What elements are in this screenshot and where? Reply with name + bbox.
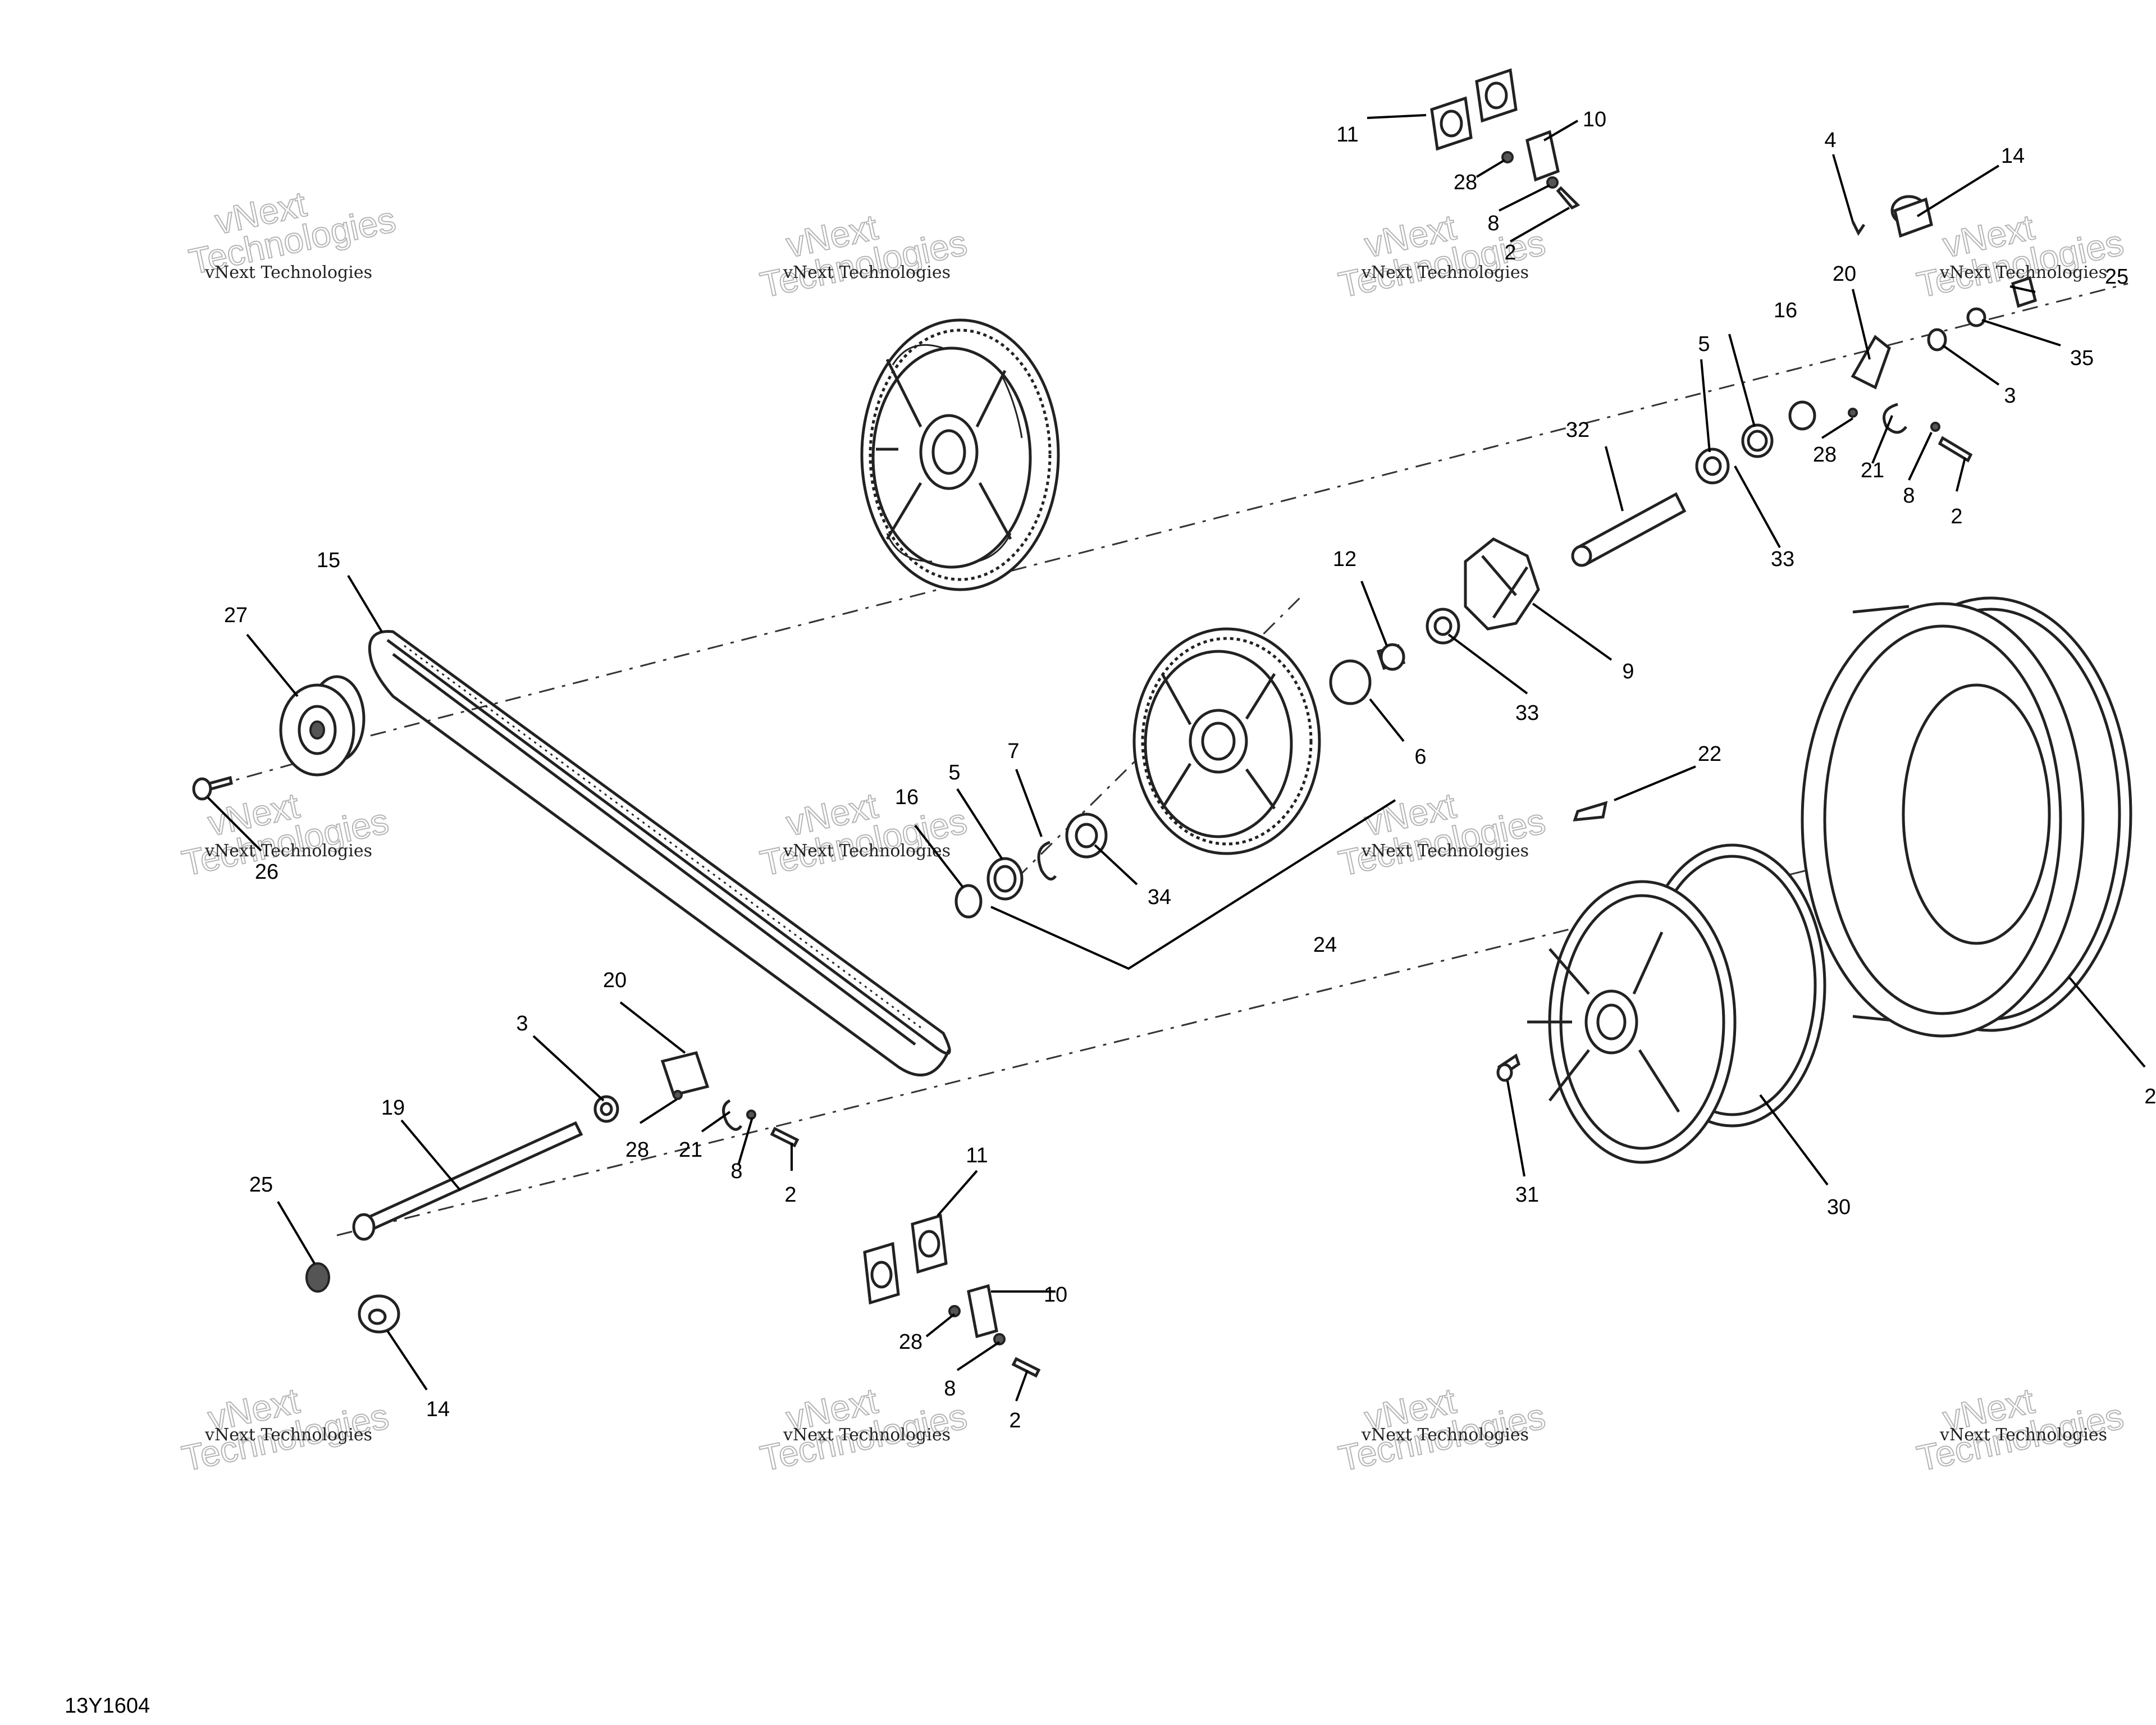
- callout-16-left: 16: [895, 786, 919, 809]
- callout-9: 9: [1622, 660, 1634, 683]
- watermark: Technologies vNext: [756, 1380, 971, 1480]
- watermark-text: vNext Technologies: [204, 1425, 372, 1445]
- tire: [1801, 596, 2132, 1038]
- callout-33-mid: 33: [1515, 701, 1539, 725]
- watermark: Technologies vNext: [756, 206, 971, 306]
- callout-30: 30: [1827, 1195, 1851, 1219]
- callout-19: 19: [381, 1096, 405, 1120]
- bolt-26: [192, 775, 233, 801]
- callout-4: 4: [1824, 129, 1836, 152]
- callout-labels: 11 10 28 8 2 4 14 25 35 3 20 16 5 28 21 …: [224, 108, 2156, 1432]
- callout-21-right: 21: [1861, 459, 1884, 482]
- callout-10-bottom: 10: [1044, 1283, 1067, 1307]
- callout-3-left: 3: [516, 1012, 528, 1035]
- lug-bolt-31: [1496, 1053, 1520, 1082]
- callout-31: 31: [1515, 1183, 1539, 1207]
- callout-35: 35: [2070, 346, 2094, 370]
- adjuster-assembly-bottom: [863, 1213, 1041, 1378]
- callout-28-right: 28: [1813, 443, 1837, 467]
- large-sprocket-upper: [860, 318, 1060, 591]
- watermark: Technologies vNext: [1335, 1380, 1549, 1480]
- drawing-reference-code: 13Y1604: [65, 1694, 150, 1718]
- drive-belt: [368, 630, 951, 1076]
- shaft-stack-lower-left: [305, 1051, 800, 1334]
- callout-5-right: 5: [1698, 332, 1710, 356]
- callout-11-bottom: 11: [966, 1144, 988, 1167]
- large-sprocket-lower: [1132, 627, 1321, 855]
- watermark-text: vNext Technologies: [1361, 841, 1529, 861]
- watermark-text: vNext Technologies: [783, 841, 951, 861]
- callout-25-left: 25: [249, 1173, 273, 1197]
- watermark-text: vNext Technologies: [204, 263, 372, 282]
- callout-24: 24: [1313, 933, 1337, 957]
- callout-32: 32: [1566, 418, 1589, 442]
- watermark: Technologies vNext: [1913, 1380, 2127, 1480]
- callout-5-left: 5: [948, 761, 960, 784]
- callout-33-top: 33: [1771, 547, 1794, 571]
- callout-15: 15: [317, 549, 340, 572]
- watermark-text: vNext Technologies: [1361, 1425, 1529, 1445]
- callout-21-left: 21: [679, 1138, 702, 1162]
- callout-20-right: 20: [1833, 262, 1856, 286]
- spacer-16: [954, 884, 983, 919]
- callout-8-right: 8: [1903, 484, 1915, 508]
- callout-28-left: 28: [625, 1138, 649, 1162]
- callout-28-top: 28: [1454, 171, 1477, 194]
- callout-27: 27: [224, 604, 248, 627]
- callout-2-bottom: 2: [1009, 1409, 1021, 1432]
- callout-34: 34: [1148, 886, 1171, 909]
- callout-2-left: 2: [784, 1183, 796, 1207]
- callout-26: 26: [255, 860, 278, 884]
- callout-22: 22: [1698, 742, 1721, 766]
- watermark-text: vNext Technologies: [204, 841, 372, 861]
- callout-8-bottom: 8: [944, 1377, 956, 1400]
- watermark-text: vNext Technologies: [783, 1425, 951, 1445]
- leader-lines: [207, 114, 2146, 1402]
- callout-3-right: 3: [2004, 384, 2016, 408]
- callout-11-top: 11: [1336, 123, 1358, 147]
- callout-8-top: 8: [1487, 212, 1499, 235]
- callout-25-right: 25: [2105, 265, 2128, 289]
- wheel-rim: [1527, 843, 1826, 1164]
- callout-29: 2: [2144, 1085, 2156, 1108]
- callout-16-right: 16: [1774, 299, 1797, 322]
- bearing-stack-middle: [954, 813, 1108, 919]
- callout-14-top: 14: [2001, 144, 2025, 168]
- watermark: Technologies vNext: [756, 784, 971, 884]
- watermark-text: vNext Technologies: [783, 263, 951, 282]
- callout-8-left: 8: [730, 1160, 742, 1183]
- shaft-stack-upper-right: [1329, 195, 2037, 705]
- key-22: [1573, 801, 1608, 822]
- watermark: Technologies vNext: [1335, 206, 1549, 306]
- watermark-text: vNext Technologies: [1939, 1425, 2107, 1445]
- callout-14-left: 14: [426, 1398, 450, 1421]
- idler-pulley: [279, 675, 366, 777]
- watermark-text: vNext Technologies: [1361, 263, 1529, 282]
- adjuster-assembly-top: [1430, 68, 1581, 210]
- callout-2-right: 2: [1951, 505, 1962, 528]
- callout-6: 6: [1414, 745, 1426, 769]
- watermark: Technologies vNext: [1335, 784, 1549, 884]
- callout-7: 7: [1007, 740, 1019, 763]
- callout-12: 12: [1333, 547, 1356, 571]
- callout-28-bottom: 28: [899, 1330, 922, 1354]
- callout-20-left: 20: [603, 969, 627, 992]
- callout-2-top: 2: [1504, 241, 1516, 264]
- watermark: Technologies vNext: [178, 1380, 392, 1480]
- group-bracket-24: [990, 799, 1396, 970]
- callout-10-top: 10: [1583, 108, 1606, 131]
